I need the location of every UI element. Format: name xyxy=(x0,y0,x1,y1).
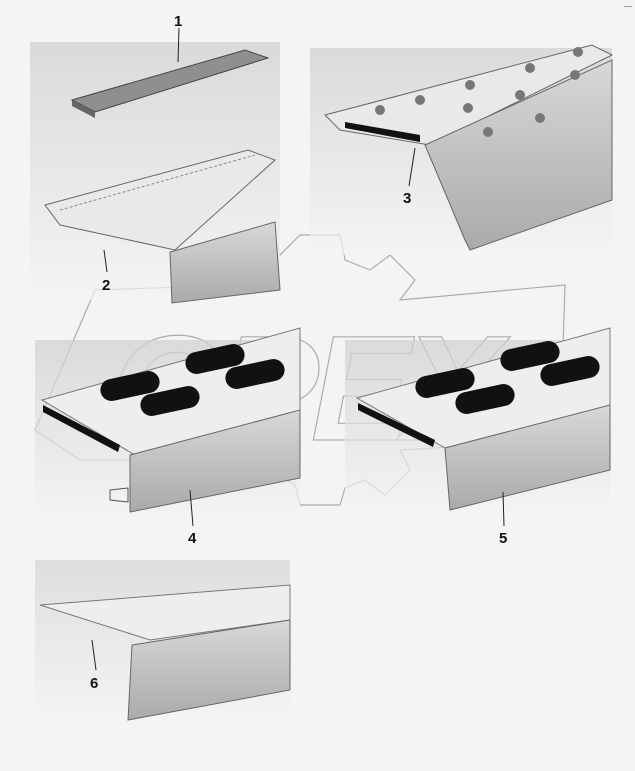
callout-label-6: 6 xyxy=(90,675,98,692)
callout-label-4: 4 xyxy=(188,530,197,547)
part-5-illustration xyxy=(345,327,611,515)
part-4-illustration xyxy=(35,327,301,520)
callout-label-5: 5 xyxy=(499,530,507,547)
corner-mark: ~~ xyxy=(624,4,632,11)
callout-label-3: 3 xyxy=(403,190,411,207)
callout-label-2: 2 xyxy=(102,277,110,294)
part-6-illustration xyxy=(35,560,291,721)
part-1-2-illustration xyxy=(30,42,281,304)
callout-label-1: 1 xyxy=(174,13,182,30)
part-3-illustration xyxy=(310,44,614,255)
callouts xyxy=(91,27,505,671)
